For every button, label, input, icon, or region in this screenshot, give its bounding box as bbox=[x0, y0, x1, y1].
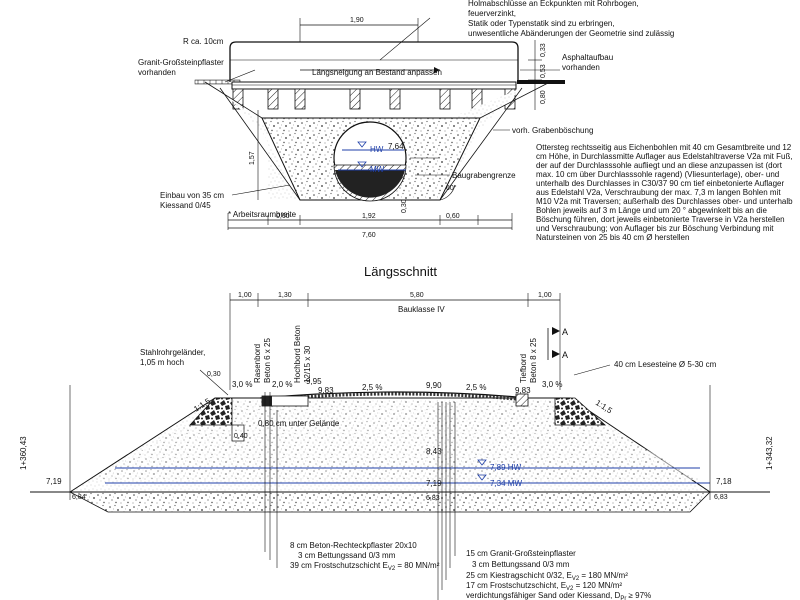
right-elev: 7,18 bbox=[716, 477, 732, 486]
left-elev: 7,19 bbox=[46, 477, 62, 486]
desc-line-4: max. 10 cm über Durchlasssohle ragend) (… bbox=[536, 170, 779, 179]
desc-line-9: Böschung führen, dort jeweils einbetonie… bbox=[536, 215, 785, 224]
mark-040: 0,40 bbox=[234, 433, 248, 440]
dim-v-1: 0,33 bbox=[540, 43, 547, 57]
construction-class: Bauklasse IV bbox=[398, 305, 445, 314]
left-base: 6,84 bbox=[72, 494, 86, 501]
slope-right: 1:1,5 bbox=[594, 398, 614, 416]
dim-top-4: 1,00 bbox=[538, 292, 552, 299]
dim-small: 0,30 bbox=[401, 199, 408, 213]
granite-label-1: Granit-Großsteinpflaster bbox=[138, 58, 224, 67]
frost-depth: 0,80 cm unter Gelände bbox=[258, 419, 340, 428]
elev-995: 9,95 bbox=[306, 377, 322, 386]
rasenbord-1: Rasenbord bbox=[253, 344, 262, 383]
desc-line-7: M10 V2a mit Traversen; außerhalb des Dur… bbox=[536, 197, 793, 206]
legend-right-1: 15 cm Granit-Großsteinpflaster bbox=[466, 549, 576, 558]
hochbord-1: Hochbord Beton bbox=[293, 325, 302, 383]
pit-boundary: Baugrabengrenze bbox=[452, 171, 516, 180]
dim-top-3: 5,80 bbox=[410, 292, 424, 299]
dim-top-1: 1,00 bbox=[238, 292, 252, 299]
desc-line-5: unterhalb des Durchlasses in C30/37 90 c… bbox=[536, 179, 784, 188]
hw-level: 7,89 HW bbox=[490, 463, 522, 472]
granite-label-2: vorhanden bbox=[138, 68, 176, 77]
note-line-2: feuerverzinkt, bbox=[468, 9, 516, 18]
angle-label: 60° bbox=[446, 184, 457, 192]
desc-line-6: aus Edelstahl V2a, Verschraubung der max… bbox=[536, 188, 781, 197]
cross-section bbox=[194, 17, 565, 230]
section-mark-top: A bbox=[562, 327, 568, 337]
mid-base: 6,83 bbox=[426, 495, 440, 502]
workspace-note: * Arbeitsraumbreite bbox=[228, 210, 297, 219]
desc-line-10: und Verschraubung; von Auflager bis zur … bbox=[536, 224, 774, 233]
note-line-3: Statik oder Typenstatik sind zu erbringe… bbox=[468, 19, 615, 28]
station-right: 1+343,32 bbox=[765, 436, 774, 470]
dim-base-1: 0,60 bbox=[276, 213, 290, 220]
mw-level: 7,34 MW bbox=[490, 479, 522, 488]
dim-030: 0,30 bbox=[207, 371, 221, 378]
legend-right-5: verdichtungsfähiger Sand oder Kiessand, … bbox=[466, 591, 651, 600]
rasenbord-2: Beton 6 x 25 bbox=[263, 338, 272, 383]
note-line-4: unwesentliche Abänderungen der Geometrie… bbox=[468, 29, 674, 38]
section-mark-bottom: A bbox=[562, 350, 568, 360]
hw-value: 7,64 bbox=[388, 142, 404, 151]
hw-label: HW bbox=[370, 145, 384, 154]
right-base: 6,83 bbox=[714, 494, 728, 501]
dim-height: 1,57 bbox=[249, 151, 256, 165]
grade-3: 2,5 % bbox=[362, 383, 382, 392]
legend-left-1: 8 cm Beton-Rechteckpflaster 20x10 bbox=[290, 541, 417, 550]
grade-5: 3,0 % bbox=[542, 380, 562, 389]
fill-note-1: Einbau von 35 cm bbox=[160, 191, 224, 200]
elev-983-right: 9,83 bbox=[515, 386, 531, 395]
railing-2: 1,05 m hoch bbox=[140, 358, 184, 367]
desc-line-11: Natursteinen von 25 bis 40 cm Ø herstell… bbox=[536, 233, 689, 242]
dim-v-2: 0,53 bbox=[540, 64, 547, 78]
station-left: 1+360,43 bbox=[19, 436, 28, 470]
dim-v-3: 0,80 bbox=[540, 90, 547, 104]
asphalt-label-1: Asphaltaufbau bbox=[562, 53, 613, 62]
tiefbord-2: Beton 8 x 25 bbox=[529, 338, 538, 383]
elev-983-left: 9,83 bbox=[318, 386, 334, 395]
grade-2: 2,0 % bbox=[272, 380, 292, 389]
long-section-title: Längsschnitt bbox=[364, 264, 437, 279]
dim-total: 7,60 bbox=[362, 232, 376, 239]
railing-1: Stahlrohrgeländer, bbox=[140, 348, 205, 357]
dim-top-2: 1,30 bbox=[278, 292, 292, 299]
dim-base-2: 1,92 bbox=[362, 213, 376, 220]
legend-right-4: 17 cm Frostschutzschicht, EV2 = 120 MN/m… bbox=[466, 581, 622, 592]
legend-right-2: 3 cm Bettungssand 0/3 mm bbox=[472, 560, 570, 569]
asphalt-label-2: vorhanden bbox=[562, 63, 600, 72]
elev-843: 8,43 bbox=[426, 447, 442, 456]
legend-left-3: 39 cm Frostschutzschicht EV2 = 80 MN/m² bbox=[290, 561, 440, 572]
dim-base-3: 0,60 bbox=[446, 213, 460, 220]
grade-1: 3,0 % bbox=[232, 380, 252, 389]
grade-4: 2,5 % bbox=[466, 383, 486, 392]
elev-990: 9,90 bbox=[426, 381, 442, 390]
radius-label: R ca. 10cm bbox=[183, 37, 224, 46]
mw-label: MW bbox=[370, 165, 385, 174]
dim-top: 1,90 bbox=[350, 17, 364, 24]
legend-right-3: 25 cm Kiestragschicht 0/32, EV2 = 180 MN… bbox=[466, 571, 628, 582]
mid-elev: 7,19 bbox=[426, 479, 442, 488]
desc-line-8: Bohlen jeweils auf 3 m Länge und um 20 °… bbox=[536, 206, 767, 215]
hochbord-2: 12/15 x 30 bbox=[303, 345, 312, 383]
tiefbord-1: Tiefbord bbox=[519, 354, 528, 383]
legend-left-2: 3 cm Bettungssand 0/3 mm bbox=[298, 551, 396, 560]
fill-note-2: Kiessand 0/45 bbox=[160, 201, 211, 210]
note-line-1: Holmabschlüsse an Eckpunkten mit Rohrbog… bbox=[468, 0, 639, 8]
desc-line-3: der auf der Durchlasssohle aufliegt und … bbox=[536, 161, 783, 170]
desc-line-2: cm Höhe, in Durchlassmitte Auflager aus … bbox=[536, 152, 793, 161]
stones-label: 40 cm Lesesteine Ø 5-30 cm bbox=[614, 360, 717, 369]
ditch-label: vorh. Grabenböschung bbox=[512, 126, 593, 135]
slope-note: Längsneigung an Bestand anpassen bbox=[312, 68, 442, 77]
long-section bbox=[30, 293, 770, 600]
desc-line-1: Ottersteg rechtsseitig aus Eichenbohlen … bbox=[536, 143, 792, 152]
